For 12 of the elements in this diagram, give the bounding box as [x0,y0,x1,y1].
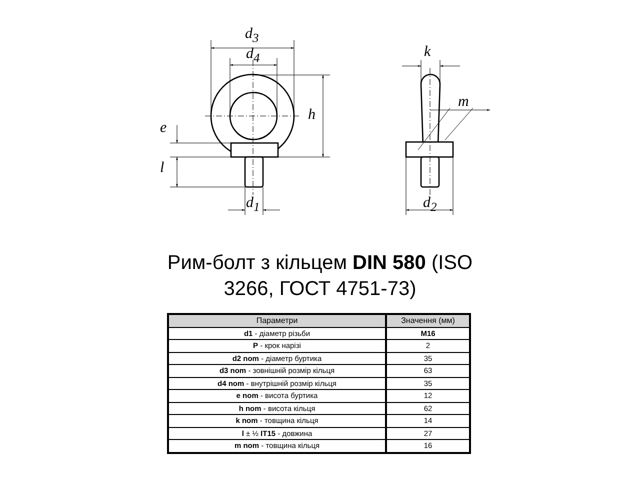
dimension-label: d$_{1}$ [246,195,260,215]
dimension-label: d$_{3}$ [245,26,259,46]
dimension-label: k [424,44,431,60]
dimension-label: m [458,94,469,110]
title: Рим-болт з кільцем DIN 580 (ISO 3266, ГОСТ 4751-73) [166,251,474,302]
dimension-label: d$_{2}$ [423,195,437,215]
table-header-cell: Параметри [168,314,386,327]
dimension-label: e [160,120,167,136]
dimension-label: d$_{4}$ [246,46,260,66]
dimension-label: l [160,160,164,176]
table-header-cell: Значення (мм) [386,314,470,327]
dimension-label: h [308,107,316,123]
